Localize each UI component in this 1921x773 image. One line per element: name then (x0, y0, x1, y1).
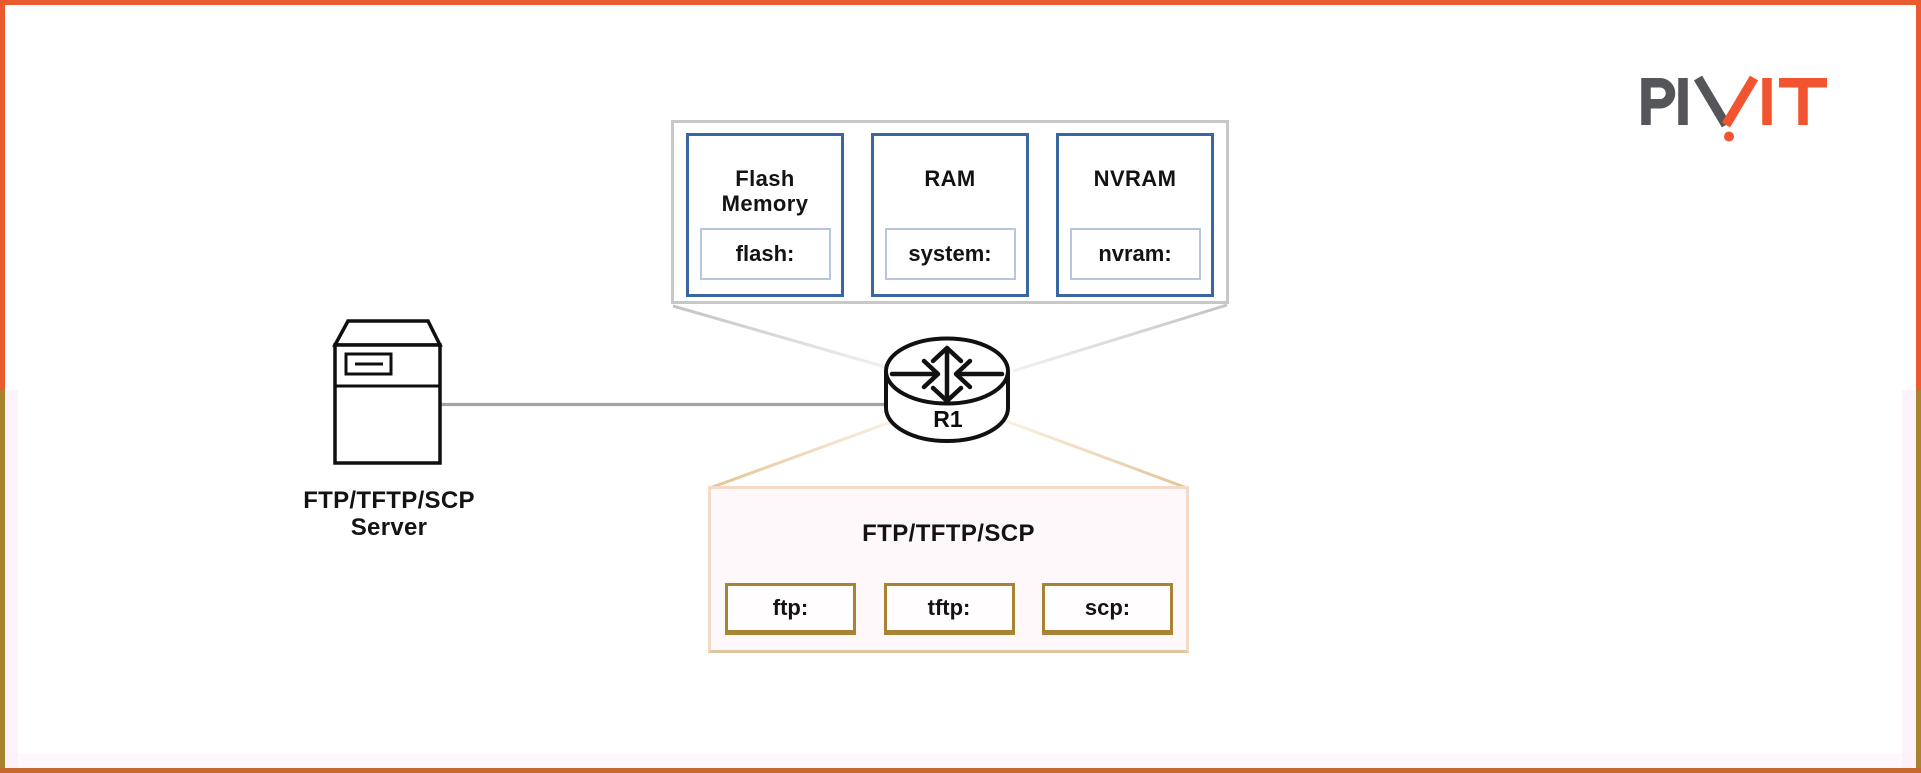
protocol-box-tftp: tftp: (883, 583, 1015, 635)
device-label: flash: (735, 241, 795, 266)
protocol-group: FTP/TFTP/SCP ftp: tftp: scp: (708, 486, 1189, 653)
frame-border-right-lower (1916, 390, 1921, 773)
frame-border-top (0, 0, 1921, 5)
logo-letter-v-right (1721, 75, 1759, 128)
protocol-box-ftp: ftp: (725, 583, 856, 635)
pink-glow-bottom (5, 754, 1916, 768)
router-arrows-icon (889, 345, 1005, 404)
device-label-box: nvram: (1069, 228, 1201, 280)
pivit-logo: PIVIT (1641, 75, 1827, 142)
device-label: nvram: (1098, 241, 1172, 266)
protocol-callout-lines (709, 416, 1188, 490)
memory-box-ram: RAM system: (871, 133, 1029, 297)
protocol-box-row: ftp: tftp: scp: (725, 583, 1173, 635)
router-icon (884, 336, 1010, 443)
memory-box-flash: Flash Memory flash: (686, 133, 844, 297)
scheme-label: ftp: (772, 595, 809, 620)
memory-box-title: RAM (924, 166, 976, 191)
pink-glow-left (5, 390, 18, 768)
logo-letter-v-left (1693, 75, 1731, 128)
frame-border-left-upper (0, 0, 5, 390)
device-label-box: flash: (699, 228, 831, 280)
device-label: system: (908, 241, 992, 266)
memory-box-nvram: NVRAM nvram: (1056, 133, 1214, 297)
memory-group: Flash Memory flash: RAM system: NVRAM nv… (671, 120, 1229, 304)
device-label-box: system: (884, 228, 1016, 280)
logo-letter-p (1641, 78, 1676, 125)
router-label: R1 (933, 406, 963, 432)
frame-border-right-upper (1916, 0, 1921, 390)
server-label-line1: FTP/TFTP/SCP (303, 487, 475, 514)
scheme-label: scp: (1084, 595, 1131, 620)
server-label: FTP/TFTP/SCP Server (278, 487, 500, 541)
frame-border-left-lower (0, 390, 5, 773)
server-icon (332, 319, 443, 465)
memory-box-title: NVRAM (1093, 166, 1177, 191)
protocol-box-scp: scp: (1042, 583, 1173, 635)
protocol-group-title: FTP/TFTP/SCP (862, 520, 1035, 547)
pink-glow-right (1902, 390, 1916, 768)
memory-callout-lines (672, 303, 1228, 373)
memory-box-title: Flash Memory (721, 166, 809, 216)
frame-border-bottom (0, 768, 1921, 773)
logo-dot-icon (1724, 131, 1734, 142)
scheme-label: tftp: (927, 595, 971, 620)
server-label-line2: Server (350, 514, 428, 541)
